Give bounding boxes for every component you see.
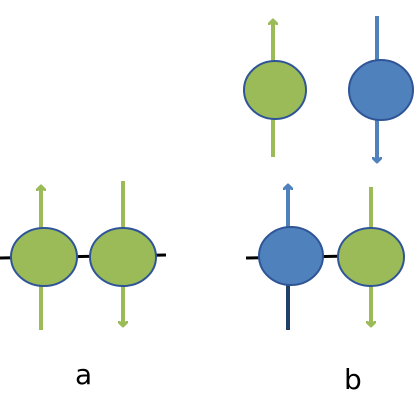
particle-a1: [10, 227, 78, 287]
panel-b-lower: b: [245, 185, 405, 396]
particle-b2: [348, 59, 414, 121]
particle-b4: [337, 227, 405, 287]
panel-label-a: a: [75, 358, 92, 391]
panel-a: a: [0, 181, 167, 391]
particle-b3: [258, 226, 324, 286]
particle-a2: [89, 227, 157, 287]
panel-label-b: b: [344, 363, 362, 396]
particle-b1: [243, 60, 307, 120]
panel-b-upper: [243, 16, 414, 162]
